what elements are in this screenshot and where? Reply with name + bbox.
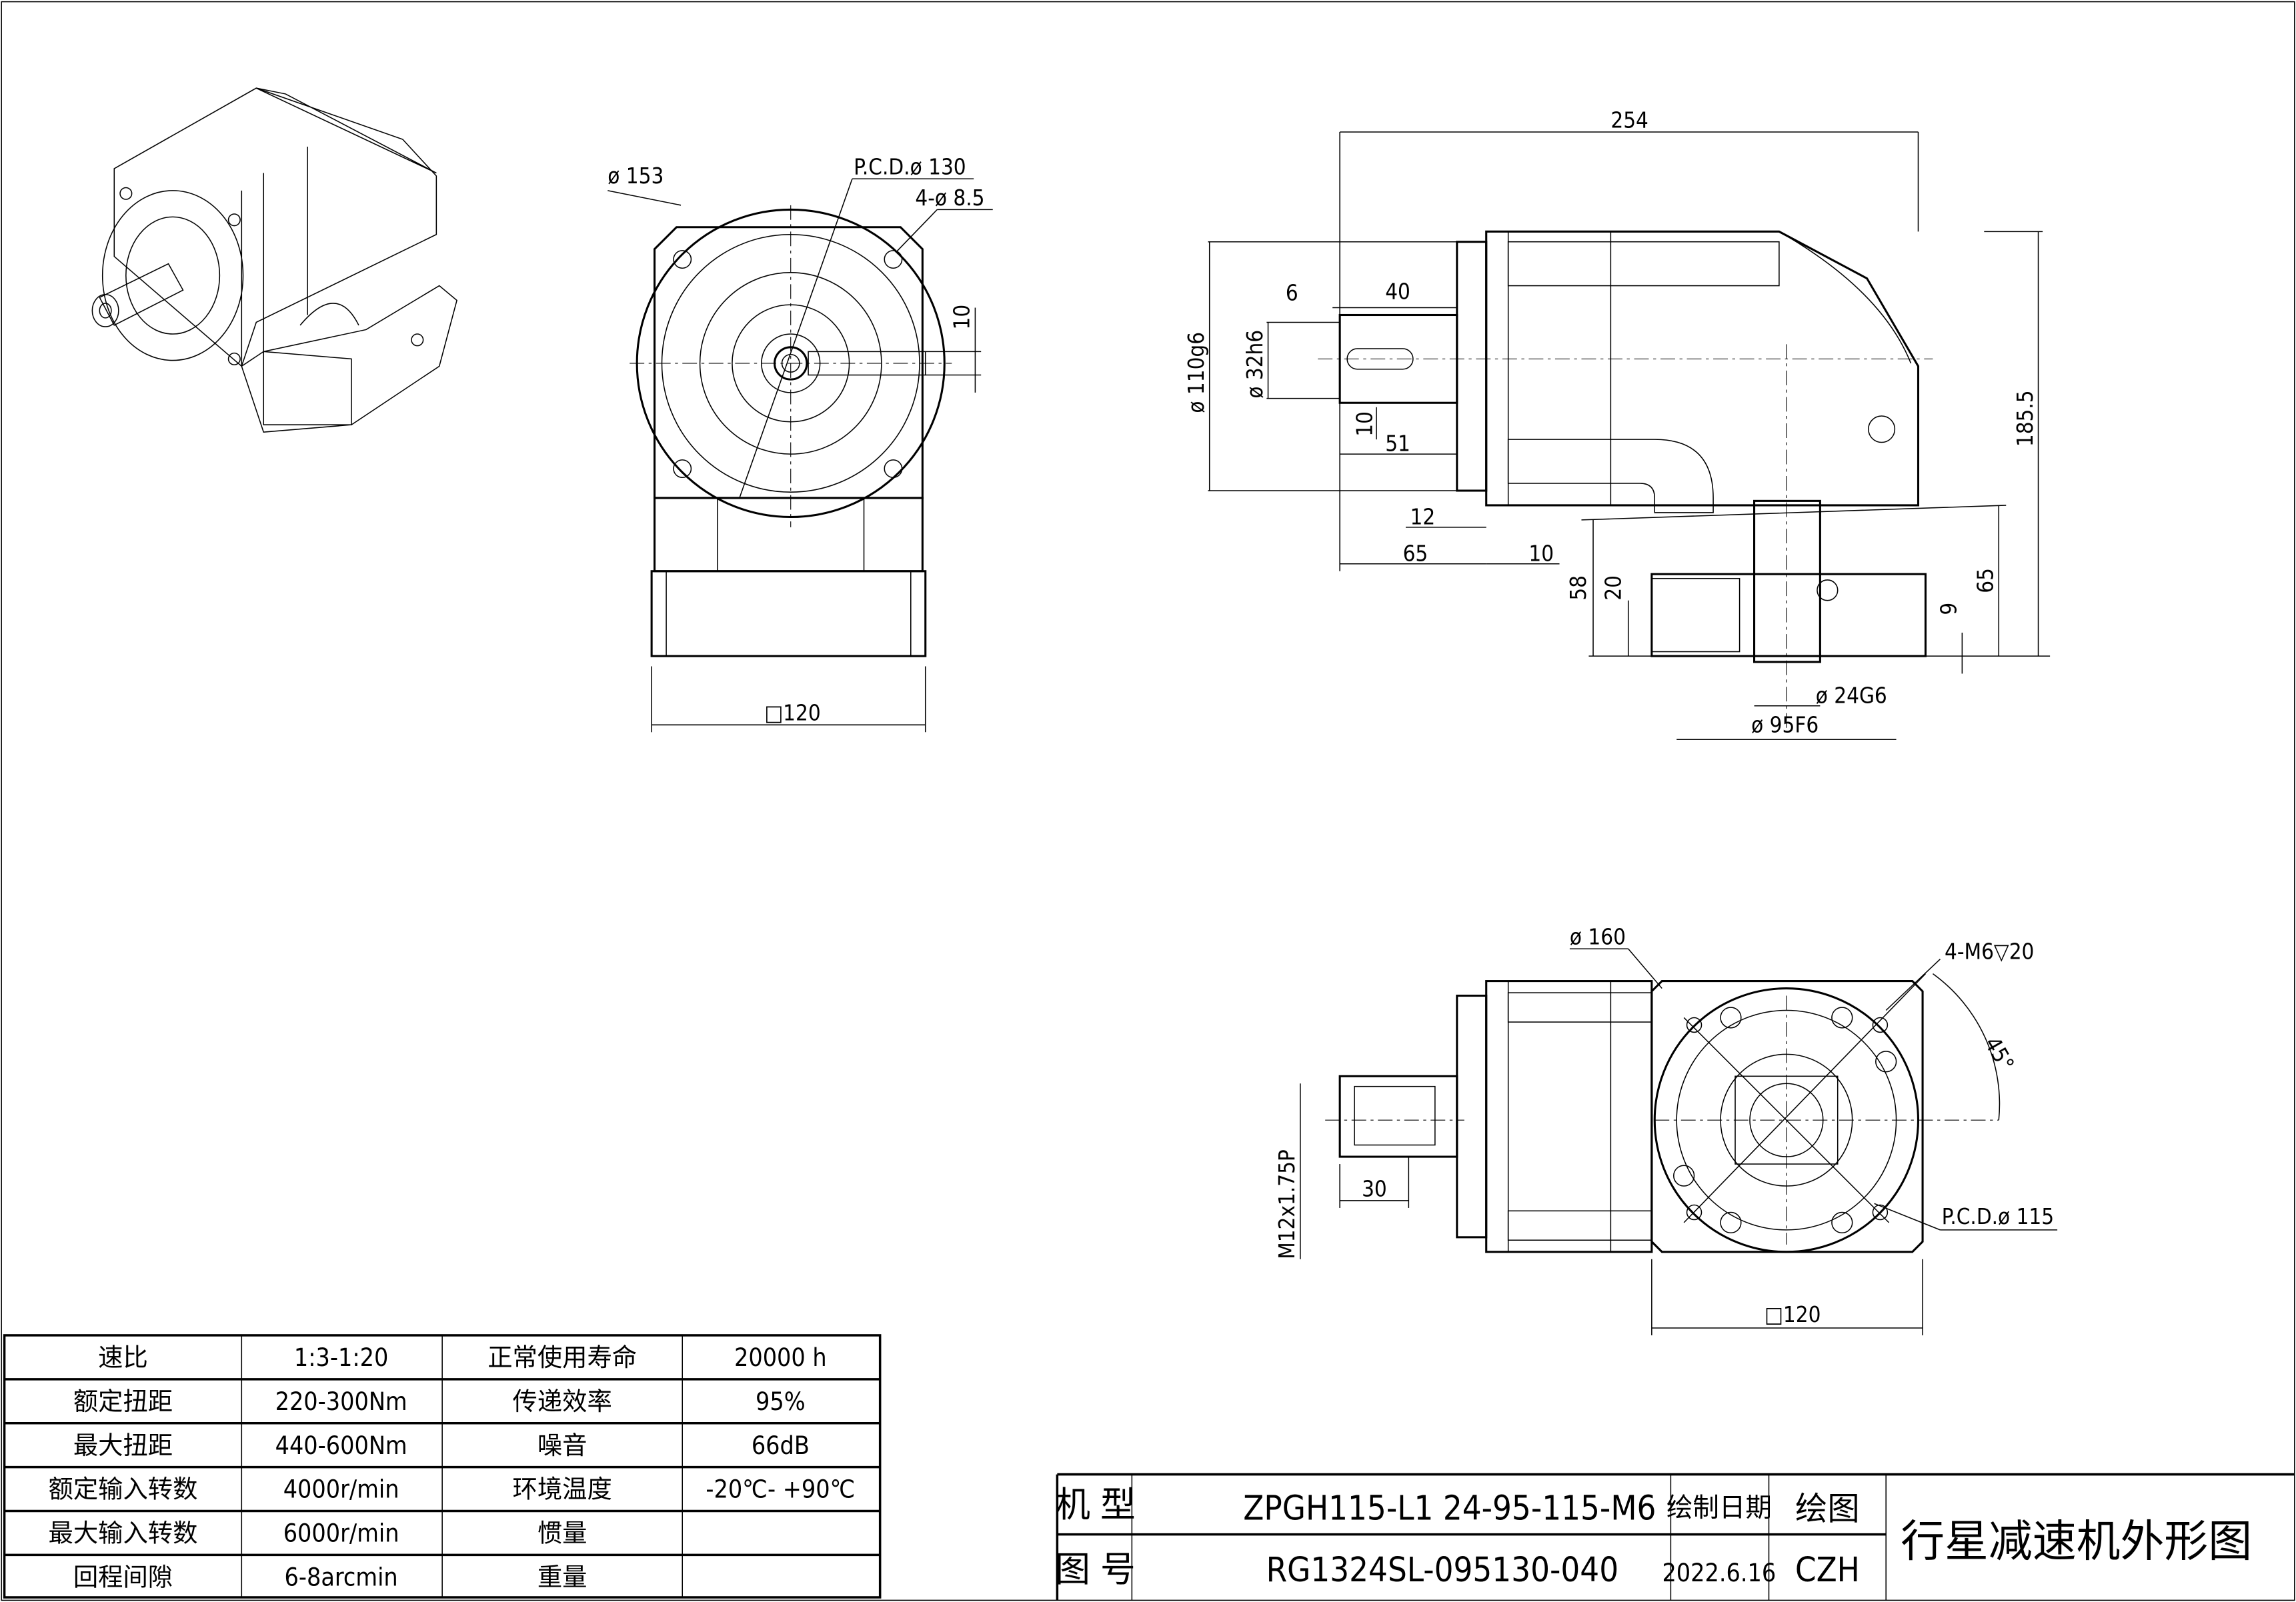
spec-label: 额定扭距: [73, 1387, 173, 1416]
dim-flange-fit: ø 110g6: [1183, 332, 1209, 413]
spec-value: 440-600Nm: [275, 1431, 407, 1460]
dim-65: 65: [1403, 540, 1428, 566]
spec-row: 额定输入转数 4000r/min 环境温度 -20℃- +90℃: [49, 1475, 856, 1504]
date-value: 2022.6.16: [1662, 1558, 1776, 1587]
spec-label: 回程间隙: [73, 1562, 173, 1591]
spec-value: 95%: [756, 1387, 806, 1416]
spec-label: 重量: [537, 1562, 588, 1591]
dim-58: 58: [1565, 575, 1591, 601]
dim-shaft: ø 32h6: [1242, 330, 1268, 399]
spec-row: 回程间隙 6-8arcmin 重量: [73, 1562, 588, 1591]
spec-value: 1:3-1:20: [294, 1343, 389, 1372]
spec-value: 4000r/min: [283, 1475, 399, 1504]
drawing-no-value: RG1324SL-095130-040: [1266, 1550, 1619, 1589]
dim-51: 51: [1385, 431, 1410, 457]
spec-table: 速比 1:3-1:20 正常使用寿命 20000 h 额定扭距 220-300N…: [3, 1334, 882, 1599]
spec-label: 传递效率: [513, 1387, 612, 1416]
model-value: ZPGH115-L1 24-95-115-M6: [1243, 1489, 1656, 1528]
dim-holes: 4-ø 8.5: [915, 185, 984, 211]
dim-10: 10: [1528, 540, 1554, 566]
dim-center-thread: M12x1.75P: [1274, 1149, 1300, 1259]
dim-12: 12: [1410, 503, 1436, 529]
dim-height: 185.5: [2012, 390, 2038, 447]
dim-square: □120: [764, 700, 821, 726]
dim-key10: 10: [1351, 411, 1377, 437]
model-label: 机 型: [1055, 1485, 1135, 1525]
spec-row: 最大输入转数 6000r/min 惯量: [49, 1519, 588, 1548]
dim-thread-holes: 4-M6▽20: [1945, 939, 2034, 965]
dim-pcd115: P.C.D.ø 115: [1942, 1203, 2054, 1229]
spec-value: 66dB: [752, 1431, 810, 1460]
dim-30: 30: [1362, 1175, 1387, 1201]
bottom-view: ø 160 4-M6▽20 45° M12x1.75P 30 P.C.D.ø 1…: [1274, 924, 2058, 1335]
spec-value: 220-300Nm: [275, 1387, 407, 1416]
dim-pcd: P.C.D.ø 130: [854, 154, 966, 180]
dim-square120: □120: [1765, 1301, 1821, 1327]
dim-key: 10: [949, 305, 975, 330]
spec-row: 最大扭距 440-600Nm 噪音 66dB: [73, 1431, 810, 1460]
spec-label: 最大扭距: [73, 1431, 173, 1460]
dim-length: 254: [1610, 107, 1648, 133]
spec-label: 最大输入转数: [49, 1519, 198, 1548]
dim-6: 6: [1286, 280, 1298, 306]
spec-label: 速比: [98, 1343, 148, 1372]
spec-label: 额定输入转数: [49, 1475, 198, 1504]
spec-label: 惯量: [537, 1519, 588, 1548]
dim-flange-dia: ø 153: [608, 163, 664, 189]
dim-40: 40: [1385, 278, 1410, 304]
front-view: ø 153 P.C.D.ø 130 4-ø 8.5 10 □120: [608, 154, 993, 733]
title-block: 机 型 ZPGH115-L1 24-95-115-M6 图 号 RG1324SL…: [1055, 1473, 2295, 1601]
drawing-no-label: 图 号: [1055, 1549, 1135, 1590]
dim-out-shaft: ø 24G6: [1816, 682, 1887, 708]
drawing-title: 行星减速机外形图: [1901, 1516, 2252, 1567]
drawn-value: CZH: [1795, 1550, 1860, 1589]
side-view: 254 6 40 ø 110g6 ø 32h6 10 51 12 65 10 1…: [1183, 107, 2051, 741]
date-label: 绘制日期: [1666, 1493, 1772, 1523]
dim-out-fit: ø 95F6: [1751, 711, 1819, 737]
dim-9: 9: [1936, 603, 1962, 615]
spec-value: -20℃- +90℃: [706, 1475, 855, 1504]
dim-20: 20: [1600, 575, 1626, 601]
isometric-view: [91, 87, 457, 433]
drawn-label: 绘图: [1795, 1491, 1860, 1528]
spec-label: 环境温度: [513, 1475, 612, 1504]
spec-value: 6000r/min: [283, 1519, 399, 1548]
spec-row: 额定扭距 220-300Nm 传递效率 95%: [73, 1387, 806, 1416]
spec-row: 速比 1:3-1:20 正常使用寿命 20000 h: [98, 1343, 827, 1372]
spec-value: 6-8arcmin: [285, 1562, 398, 1591]
spec-value: 20000 h: [734, 1343, 827, 1372]
spec-label: 正常使用寿命: [487, 1343, 637, 1372]
dim-65b: 65: [1972, 568, 1998, 593]
spec-label: 噪音: [537, 1431, 588, 1460]
dim-dia160: ø 160: [1570, 924, 1626, 950]
